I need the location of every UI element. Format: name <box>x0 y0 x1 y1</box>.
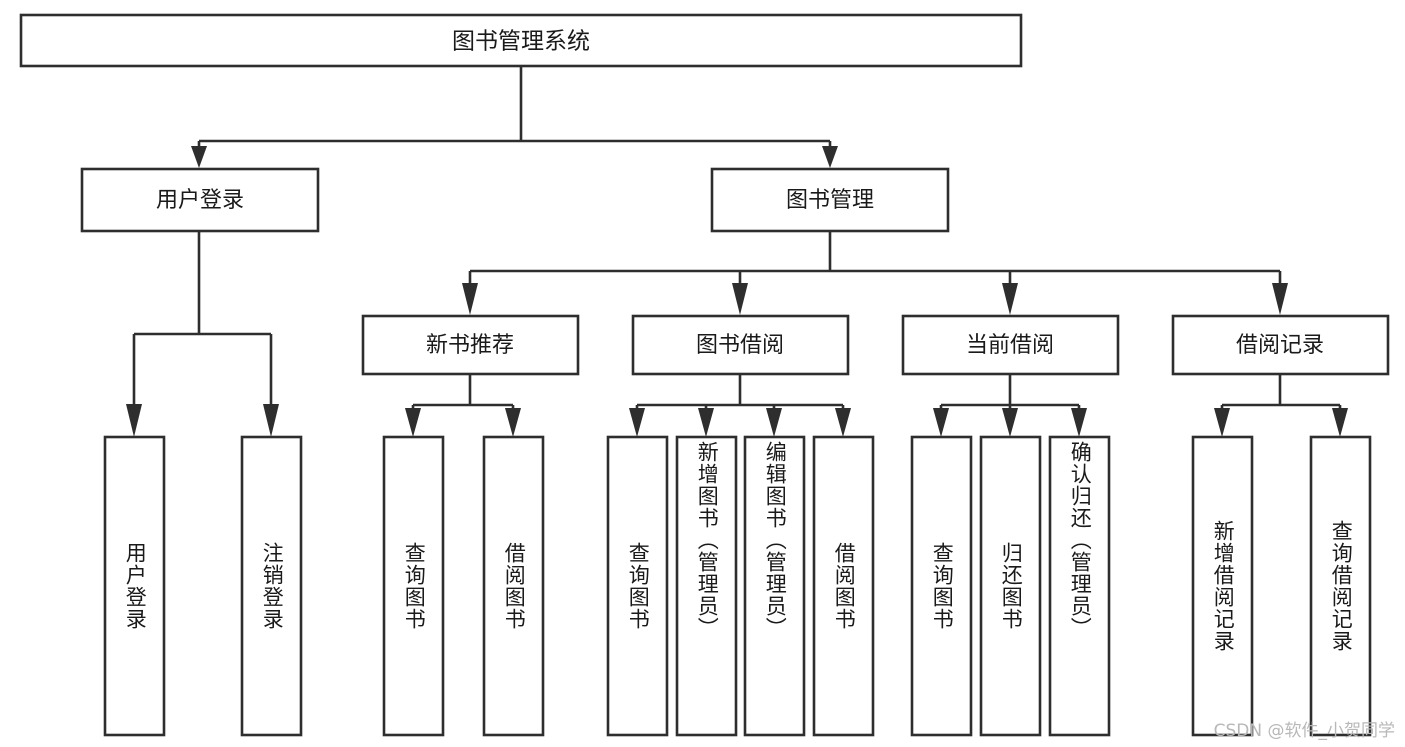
arrow-to-new-book-recommend <box>462 283 478 315</box>
arrow-to-borrow-record <box>1272 283 1288 315</box>
leaf-box-query-book-3[interactable] <box>910 435 973 737</box>
arrow-to-user-login <box>191 146 207 168</box>
leaf-box-query-book-1[interactable] <box>382 435 445 737</box>
arrow-to-leaf-return-book <box>1002 408 1018 437</box>
arrow-to-leaf-logout-login <box>263 404 279 437</box>
leaf-box-confirm-return[interactable] <box>1048 435 1111 737</box>
node-user-login-box[interactable] <box>80 167 320 233</box>
leaf-box-return-book[interactable] <box>979 435 1042 737</box>
arrow-to-leaf-query-book-2 <box>629 408 645 437</box>
node-current-borrow-label: 当前借阅 <box>966 333 1054 358</box>
node-borrow-record[interactable]: 借阅记录 <box>1171 314 1390 376</box>
arrow-to-book-borrow <box>732 283 748 315</box>
leaf-box-edit-book[interactable] <box>743 435 806 737</box>
arrow-to-leaf-user-login <box>126 404 142 437</box>
leaf-box-borrow-book-1[interactable] <box>482 435 545 737</box>
arrow-to-leaf-borrow-book-1 <box>505 408 521 437</box>
node-new-book-recommend-box[interactable] <box>361 314 580 376</box>
node-book-borrow-box[interactable] <box>631 314 850 376</box>
arrow-to-leaf-add-record <box>1214 408 1230 437</box>
node-borrow-record-label: 借阅记录 <box>1236 333 1324 358</box>
node-new-book-recommend-label: 新书推荐 <box>426 333 514 358</box>
arrow-to-leaf-edit-book <box>766 408 782 437</box>
arrow-to-leaf-query-book-3 <box>933 408 949 437</box>
arrow-to-leaf-add-book <box>698 408 714 437</box>
leaf-box-borrow-book-2[interactable] <box>812 435 875 737</box>
arrow-to-current-borrow <box>1002 283 1018 315</box>
node-user-login[interactable]: 用户登录 <box>80 167 320 233</box>
arrow-to-leaf-confirm-return <box>1071 408 1087 437</box>
connector-layer <box>126 67 1348 437</box>
node-current-borrow[interactable]: 当前借阅 <box>901 314 1120 376</box>
leaf-box-add-book[interactable] <box>675 435 738 737</box>
leaf-box-user-login[interactable] <box>103 435 166 737</box>
arrow-to-leaf-query-record <box>1332 408 1348 437</box>
node-book-management[interactable]: 图书管理 <box>710 167 950 233</box>
node-new-book-recommend[interactable]: 新书推荐 <box>361 314 580 376</box>
node-title[interactable]: 图书管理系统 <box>19 13 1023 68</box>
arrow-to-leaf-borrow-book-2 <box>835 408 851 437</box>
node-title-box[interactable] <box>19 13 1023 68</box>
leaf-box-logout-login[interactable] <box>240 435 303 737</box>
node-current-borrow-box[interactable] <box>901 314 1120 376</box>
arrow-to-leaf-query-book-1 <box>405 408 421 437</box>
leaf-box-query-book-2[interactable] <box>606 435 669 737</box>
node-book-management-label: 图书管理 <box>786 188 874 213</box>
leaf-box-add-record[interactable] <box>1191 435 1254 737</box>
node-title-label: 图书管理系统 <box>452 29 590 55</box>
node-book-borrow[interactable]: 图书借阅 <box>631 314 850 376</box>
node-book-management-box[interactable] <box>710 167 950 233</box>
node-book-borrow-label: 图书借阅 <box>696 333 784 358</box>
node-user-login-label: 用户登录 <box>156 188 244 213</box>
arrow-to-book-management <box>822 146 838 168</box>
node-borrow-record-box[interactable] <box>1171 314 1390 376</box>
leaf-box-query-record[interactable] <box>1309 435 1372 737</box>
